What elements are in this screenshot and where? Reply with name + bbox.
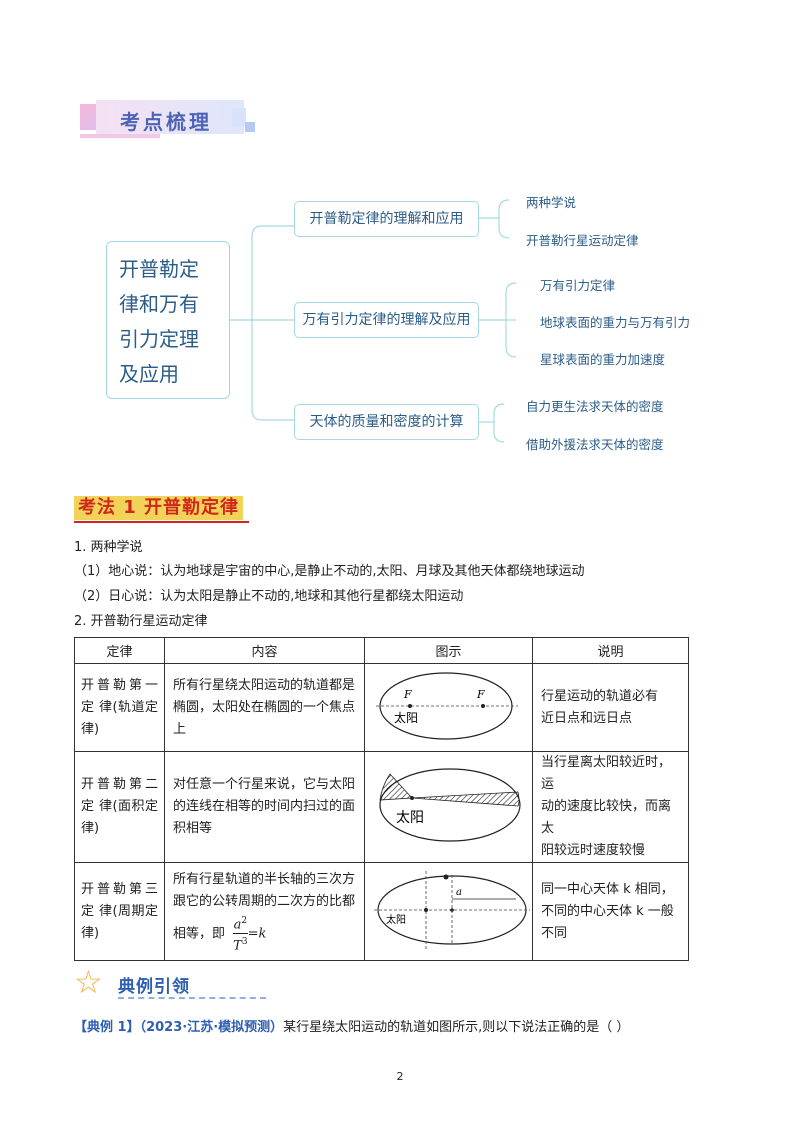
example-section-title: 典例引领 [118,977,190,997]
mind-map-leaf: 自力更生法求天体的密度 [526,399,664,414]
law-content: 对任意一个行星来说，它与太阳的连线在相等的时间内扫过的面积相等 [164,751,365,863]
note-line: 阳较远时速度较慢 [541,843,646,858]
table-header-row: 定律 内容 图示 说明 [74,637,689,664]
law-note: 行星运动的轨道必有 近日点和远日点 [532,663,689,752]
note-line: 不同 [541,925,568,941]
focus-label: F [403,688,412,701]
law-name: 开普勒第二定 律(面积定律) [74,751,165,863]
table-header: 内容 [164,637,365,664]
header-underline [80,134,160,138]
table-header: 定律 [74,637,165,664]
root-line: 律和万有 [119,292,199,316]
law-note: 当行星离太阳较近时， 运 动的速度比较快，而离 太 阳较远时速度较慢 [532,751,689,863]
note-line: 同一中心天体 k 相同， [541,881,674,897]
header-square-small [245,122,255,132]
law-content: 所有行星轨道的半长轴的三次方跟它的公转周期的二次方的比都相等，即 a2 T3 =… [164,862,365,961]
note-line: 太 [541,821,555,836]
example-section-underline [118,997,266,999]
law-content: 所有行星绕太阳运动的轨道都是椭圆，太阳处在椭圆的一个焦点上 [164,663,365,752]
example-source: （2023·江苏·模拟预测） [139,1020,284,1035]
mind-map-branch: 万有引力定律的理解及应用 [294,302,479,338]
law-name: 开普勒第一定 律(轨道定律) [74,663,165,752]
orbit-diagram: F F 太阳 [375,671,518,740]
mind-map-root: 开普勒定 律和万有 引力定理 及应用 [106,241,230,399]
kepler-third-formula: a2 T3 [233,913,248,955]
mind-map-leaf: 开普勒行星运动定律 [526,233,639,248]
mind-map-connectors [230,199,517,443]
figure-semi-major-axis: a 太阳 [364,862,533,961]
law-content-text: 所有行星轨道的半长轴的三次方跟它的公转周期的二次方的比都相等，即 [173,871,356,941]
example-section-heading: ☆ 典例引领 [74,963,266,1002]
method-heading-underline [74,521,249,523]
root-line: 开普勒定 [119,257,199,281]
mind-map-branch: 天体的质量和密度的计算 [294,404,479,440]
table-header: 说明 [532,637,689,664]
note-line: 动的速度比较快，而离 [541,799,672,814]
sun-label: 太阳 [396,810,424,826]
mind-map-leaf: 借助外援法求天体的密度 [526,437,664,452]
formula-numerator: a [233,917,242,932]
sun-label: 太阳 [394,710,418,725]
paragraph: 2. 开普勒行星运动定律 [74,614,208,629]
method-heading-text: 考法 1 开普勒定律 [78,497,240,518]
figure-ellipse-orbit: F F 太阳 [364,663,533,752]
sun-label: 太阳 [386,913,406,926]
page-number: 2 [396,1070,404,1083]
formula-exponent: 2 [241,915,248,926]
figure-equal-area: 太阳 [364,751,533,863]
paragraph: （2）日心说：认为太阳是静止不动的,地球和其他行星都绕太阳运动 [74,589,464,604]
example-question: 某行星绕太阳运动的轨道如图所示,则以下说法正确的是（ ） [283,1020,630,1035]
note-line: 行星运动的轨道必有 [541,688,659,704]
table-header: 图示 [364,637,533,664]
paragraph: 1. 两种学说 [74,540,143,555]
mind-map: 开普勒定 律和万有 引力定理 及应用 开普勒定律的理解和应用 万有引力定律的理解… [74,156,714,466]
mind-map-leaf: 两种学说 [526,195,577,210]
root-line: 引力定理 [119,327,199,351]
table-row: 开普勒第三定 律(周期定律) 所有行星轨道的半长轴的三次方跟它的公转周期的二次方… [74,862,689,961]
kepler-laws-table: 定律 内容 图示 说明 开普勒第一定 律(轨道定律) 所有行星绕太阳运动的轨道都… [74,637,689,961]
method-heading: 考法 1 开普勒定律 [74,496,244,520]
table-row: 开普勒第二定 律(面积定律) 对任意一个行星来说，它与太阳的连线在相等的时间内扫… [74,751,689,863]
formula-denominator: T [233,938,242,954]
section-header: 考点梳理 [80,100,265,140]
note-line: 当行星离太阳较近时， [541,755,672,770]
header-band [96,100,244,134]
star-icon: ☆ [74,963,103,1001]
focus-label: F [476,688,485,701]
law-note: 同一中心天体 k 相同， 不同的中心天体 k 一般 不同 [532,862,689,961]
example-label: 【典例 1】 [74,1020,140,1035]
mind-map-branch: 开普勒定律的理解和应用 [294,201,479,237]
root-line: 及应用 [119,362,179,386]
axis-label: a [456,887,462,898]
note-line: 近日点和远日点 [541,710,633,726]
law-name: 开普勒第三定 律(周期定律) [74,862,165,961]
equal-area-diagram: 太阳 [378,768,521,842]
note-line: 不同的中心天体 k 一般 [541,903,674,919]
mind-map-leaf: 万有引力定律 [540,278,616,293]
formula-rhs: =k [247,926,267,941]
example-1: 【典例 1】（2023·江苏·模拟预测）某行星绕太阳运动的轨道如图所示,则以下说… [74,1016,629,1035]
note-line: 运 [541,777,555,792]
table-row: 开普勒第一定 律(轨道定律) 所有行星绕太阳运动的轨道都是椭圆，太阳处在椭圆的一… [74,663,689,752]
paragraph: （1）地心说：认为地球是宇宙的中心,是静止不动的,太阳、月球及其他天体都绕地球运… [74,564,585,579]
formula-exponent: 3 [241,937,248,947]
mind-map-leaf: 地球表面的重力与万有引力 [540,315,691,330]
semi-major-axis-diagram: a 太阳 [373,870,530,951]
header-square [232,108,246,126]
section-title: 考点梳理 [120,110,212,134]
mind-map-leaf: 星球表面的重力加速度 [540,352,666,367]
